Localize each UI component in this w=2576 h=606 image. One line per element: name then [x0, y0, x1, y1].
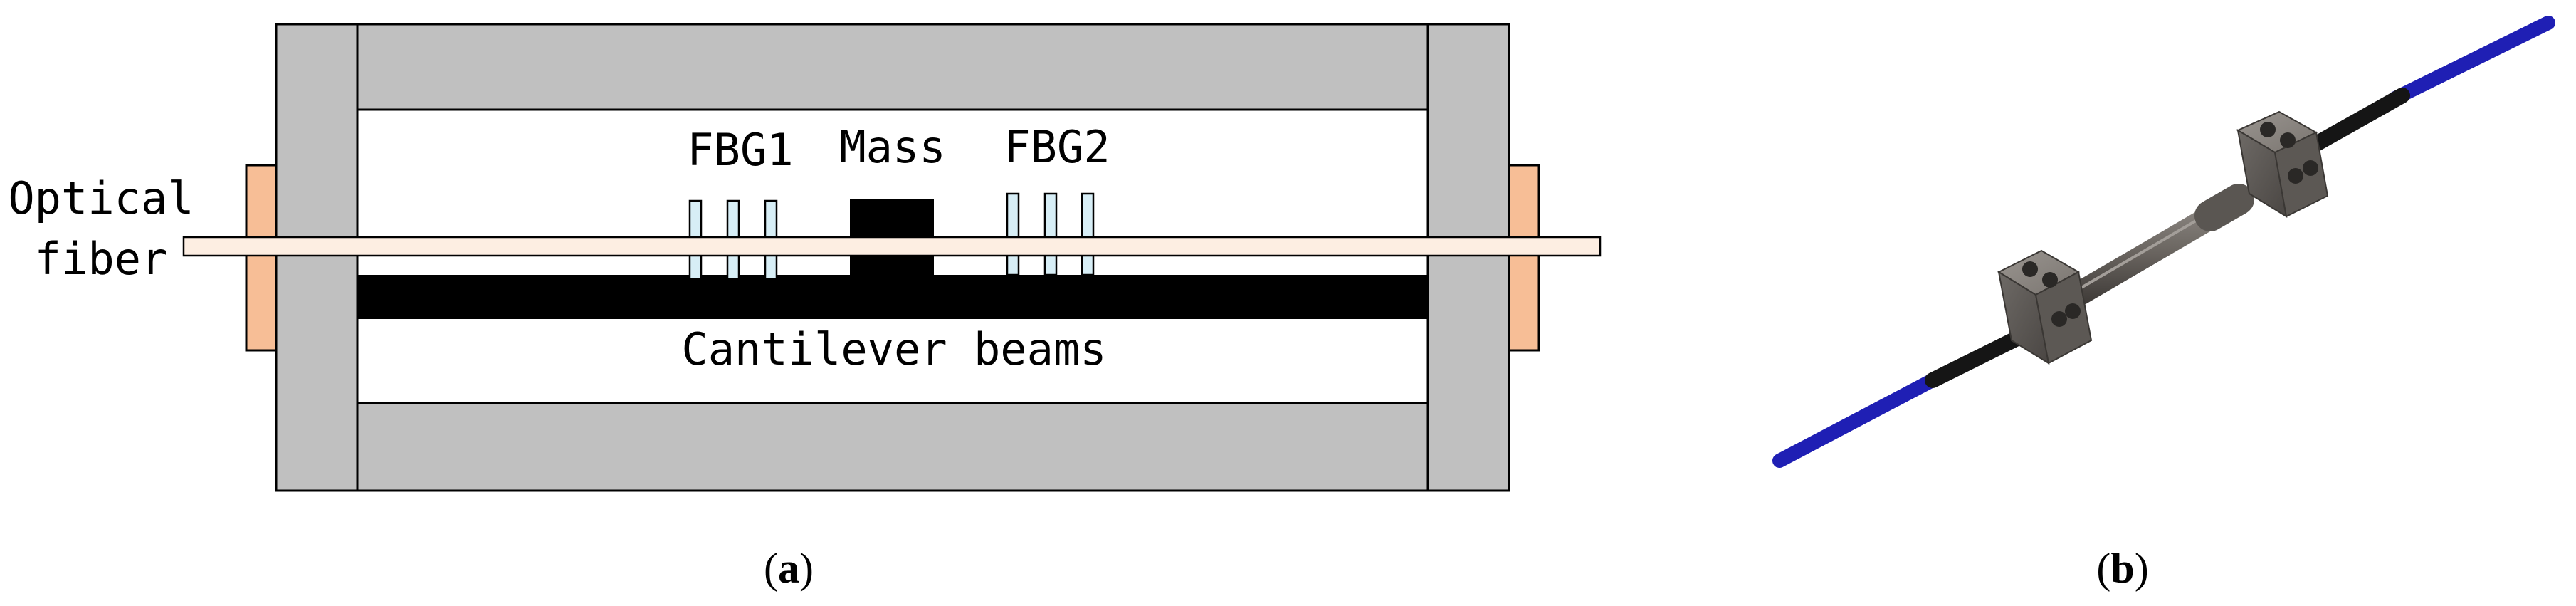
- right-fiber-clamp: [1508, 164, 1540, 352]
- left-mounting-block: [1997, 249, 2093, 365]
- optical-fiber-label-line2: fiber: [35, 233, 168, 285]
- left-fiber-clamp: [245, 164, 278, 352]
- panel-b-rendering: (b): [1772, 16, 2555, 592]
- fbg2-grating-bar: [1081, 192, 1095, 276]
- screw-head-icon: [2051, 311, 2067, 327]
- optical-fiber: [182, 236, 1602, 257]
- screw-head-icon: [2260, 122, 2276, 137]
- fiber-jacket-right: [2388, 16, 2555, 105]
- fiber-jacket-left: [1772, 367, 1950, 468]
- screw-head-icon: [2288, 168, 2303, 184]
- caption-a: (a): [764, 545, 814, 592]
- screw-head-icon: [2022, 261, 2038, 277]
- fbg2-grating-bar: [1043, 192, 1058, 276]
- optical-fiber-label-line1: Optical: [8, 172, 194, 224]
- fbg2-grating-bar: [1006, 192, 1020, 276]
- cantilever-beams-label: Cantilever beams: [681, 323, 1106, 375]
- fbg2-label: FBG2: [1004, 121, 1110, 173]
- caption-b-letter: b: [2110, 545, 2134, 592]
- fbg1-label: FBG1: [687, 124, 793, 176]
- panel-a-schematic: FBG1 Mass FBG2 Optical fiber Cantilever …: [8, 23, 1602, 592]
- cantilever-beam: [357, 275, 1428, 319]
- screw-head-icon: [2280, 132, 2296, 148]
- fiber-boot-right: [2298, 88, 2410, 157]
- screw-head-icon: [2042, 272, 2058, 288]
- caption-b: (b): [2096, 545, 2148, 592]
- mass-label: Mass: [839, 121, 945, 173]
- right-mounting-block: [2236, 110, 2329, 219]
- screw-head-icon: [2303, 160, 2318, 176]
- sensor-rod-collar: [2194, 184, 2254, 231]
- screw-head-icon: [2065, 303, 2081, 319]
- caption-a-letter: a: [778, 545, 799, 592]
